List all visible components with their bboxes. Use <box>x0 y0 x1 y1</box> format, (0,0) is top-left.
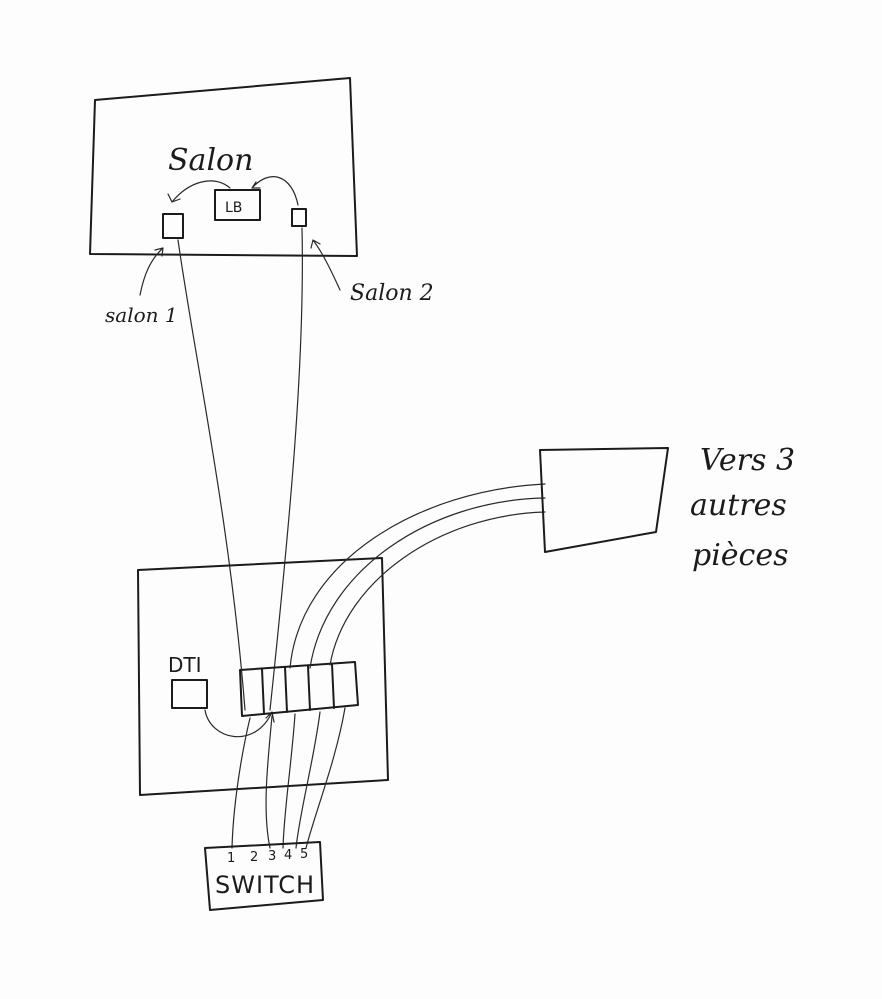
salon2-pointer <box>310 239 341 291</box>
switch-cable-4 <box>295 711 321 849</box>
salon1-label: salon 1 <box>105 303 178 327</box>
salon-room-box <box>89 77 358 257</box>
destination-text: Vers 3 autres pièces <box>690 443 795 573</box>
switch-label: SWITCH <box>215 871 315 899</box>
dti-box <box>171 679 208 709</box>
switch-port-4: 4 <box>284 848 292 863</box>
switch-port-3: 3 <box>268 849 276 864</box>
patch-panel <box>239 661 359 717</box>
lb-label: LB <box>225 200 242 216</box>
switch-port-numbers: 1 2 3 4 5 <box>227 847 308 866</box>
lb-to-salon2-arrow <box>251 176 299 206</box>
bundle-cable-3 <box>329 511 546 666</box>
salon2-label: Salon 2 <box>350 281 434 306</box>
switch-port-1: 1 <box>227 851 235 866</box>
salon2-cable <box>269 227 303 711</box>
switch-cable-5 <box>305 707 346 849</box>
switch-port-2: 2 <box>250 850 258 865</box>
bundle-cable-1 <box>289 483 546 669</box>
salon-title: Salon <box>168 143 253 178</box>
panel-box <box>137 557 389 796</box>
salon1-pointer <box>139 247 164 296</box>
destination-box <box>539 447 669 553</box>
destination-line-1: Vers 3 <box>700 443 795 478</box>
switch-box <box>204 841 324 911</box>
switch-cable-2 <box>265 715 273 849</box>
lb-to-salon1-arrow <box>167 180 231 203</box>
destination-line-3: pièces <box>692 538 789 573</box>
bundle-cable-2 <box>309 497 546 669</box>
salon1-cable <box>177 239 246 711</box>
salon2-outlet <box>291 208 307 227</box>
salon1-outlet <box>162 213 184 239</box>
dti-label: DTI <box>168 653 202 677</box>
destination-line-2: autres <box>690 488 787 523</box>
switch-cable-1 <box>231 717 251 849</box>
switch-cable-3 <box>282 713 296 849</box>
lb-box <box>214 189 261 221</box>
switch-port-5: 5 <box>300 847 308 862</box>
